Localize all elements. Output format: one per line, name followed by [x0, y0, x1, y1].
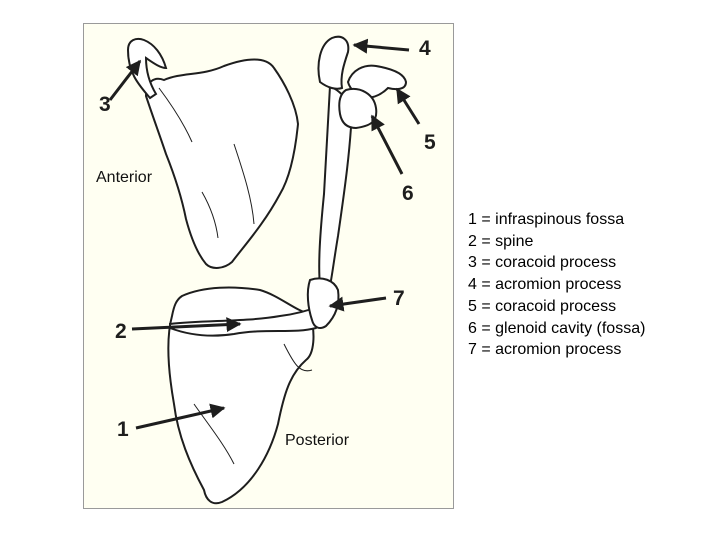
callout-arrow-5	[395, 87, 421, 125]
scapula-drawing	[108, 35, 421, 505]
structure-legend: 1 = infraspinous fossa 2 = spine 3 = cor…	[468, 209, 645, 361]
legend-item: 1 = infraspinous fossa	[468, 211, 625, 228]
callout-arrow-4	[352, 38, 410, 54]
legend-item: 4 = acromion process	[468, 276, 622, 294]
legend-item: 5 = coracoid process	[468, 297, 617, 315]
callout-arrow-7	[328, 296, 387, 312]
callout-number-2: 2	[115, 320, 127, 343]
legend-item: 7 = acromion process	[468, 341, 622, 359]
callout-number-7: 7	[393, 287, 405, 310]
callout-number-3: 3	[99, 93, 111, 116]
posterior-view-label: Posterior	[285, 432, 350, 449]
anterior-view-label: Anterior	[96, 169, 153, 186]
legend-item: 2 = spine	[468, 232, 534, 250]
callout-number-6: 6	[402, 182, 414, 205]
callout-arrow-3	[108, 59, 142, 101]
lateral-acromion-process	[317, 35, 350, 90]
posterior-scapula-body	[167, 286, 315, 505]
legend-item: 6 = glenoid cavity (fossa)	[468, 319, 646, 337]
anterior-coracoid-process	[126, 37, 168, 100]
posterior-acromion-process	[306, 277, 340, 329]
callout-arrow-2	[131, 317, 242, 333]
callout-number-4: 4	[419, 37, 431, 60]
callout-arrow-1	[135, 403, 226, 430]
callout-number-1: 1	[117, 418, 129, 441]
legend-item: 3 = coracoid process	[468, 254, 617, 272]
lateral-glenoid-cavity	[338, 88, 378, 130]
anterior-scapula-body	[144, 58, 300, 269]
scapula-figure-panel: 3 4 5 6 7 2 1 Anterior Posterior	[83, 23, 454, 509]
callout-number-5: 5	[424, 131, 436, 154]
callout-arrow-6	[370, 114, 404, 175]
